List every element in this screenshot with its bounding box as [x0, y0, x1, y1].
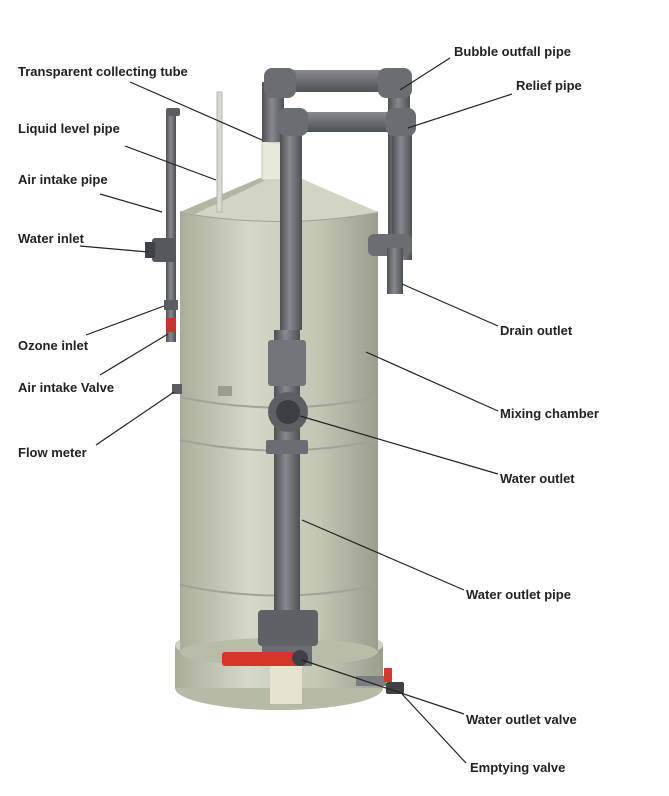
label-mixing-chamber: Mixing chamber — [500, 406, 599, 421]
label-relief-pipe: Relief pipe — [516, 78, 582, 93]
drain-outlet-pipe — [387, 248, 403, 294]
leader-ozone-inlet — [85, 305, 165, 336]
tank-fitting — [218, 386, 232, 396]
air-intake-pipe — [166, 108, 180, 342]
label-air-intake-valve: Air intake Valve — [18, 380, 115, 395]
label-emptying-valve: Emptying valve — [470, 760, 566, 775]
label-flow-meter: Flow meter — [18, 445, 87, 460]
label-liquid-level-pipe: Liquid level pipe — [18, 121, 120, 136]
leader-water-outlet-pipe — [301, 519, 465, 591]
label-water-outlet-valve: Water outlet valve — [466, 712, 577, 727]
water-inlet-fitting — [145, 238, 176, 262]
leader-lines — [79, 57, 513, 764]
outlet-spigot — [270, 666, 302, 704]
leader-water-outlet-valve — [301, 659, 465, 715]
label-transparent-collecting-tube: Transparent collecting tube — [18, 64, 188, 79]
leader-emptying-valve — [401, 693, 467, 764]
leader-water-outlet — [299, 415, 499, 475]
leader-air-intake-pipe — [99, 193, 163, 213]
label-bubble-outfall-pipe: Bubble outfall pipe — [454, 44, 571, 59]
emptying-valve — [356, 668, 404, 694]
leader-flow-meter — [95, 391, 175, 446]
leader-liquid-level-pipe — [124, 145, 217, 181]
leader-drain-outlet — [401, 283, 499, 327]
leader-transparent-collecting-tube — [129, 81, 263, 141]
water-outlet-pipe — [266, 330, 308, 630]
leader-water-inlet — [79, 245, 149, 253]
leader-bubble-outfall-pipe — [399, 57, 451, 91]
tank-cone-top — [180, 178, 378, 221]
leader-air-intake-valve — [99, 333, 169, 376]
liquid-level-pipe — [216, 91, 223, 213]
label-water-outlet-pipe: Water outlet pipe — [466, 587, 571, 602]
label-water-inlet: Water inlet — [18, 231, 84, 246]
label-ozone-inlet: Ozone inlet — [18, 338, 89, 353]
label-water-outlet: Water outlet — [500, 471, 575, 486]
label-drain-outlet: Drain outlet — [500, 323, 573, 338]
label-air-intake-pipe: Air intake pipe — [18, 172, 108, 187]
leader-relief-pipe — [407, 93, 513, 129]
leader-mixing-chamber — [365, 351, 499, 412]
water-outlet-valve-handle — [222, 650, 308, 666]
relief-pipe — [278, 108, 416, 330]
water-outlet-tee — [268, 392, 308, 432]
ozone-inlet-fitting — [164, 300, 182, 394]
